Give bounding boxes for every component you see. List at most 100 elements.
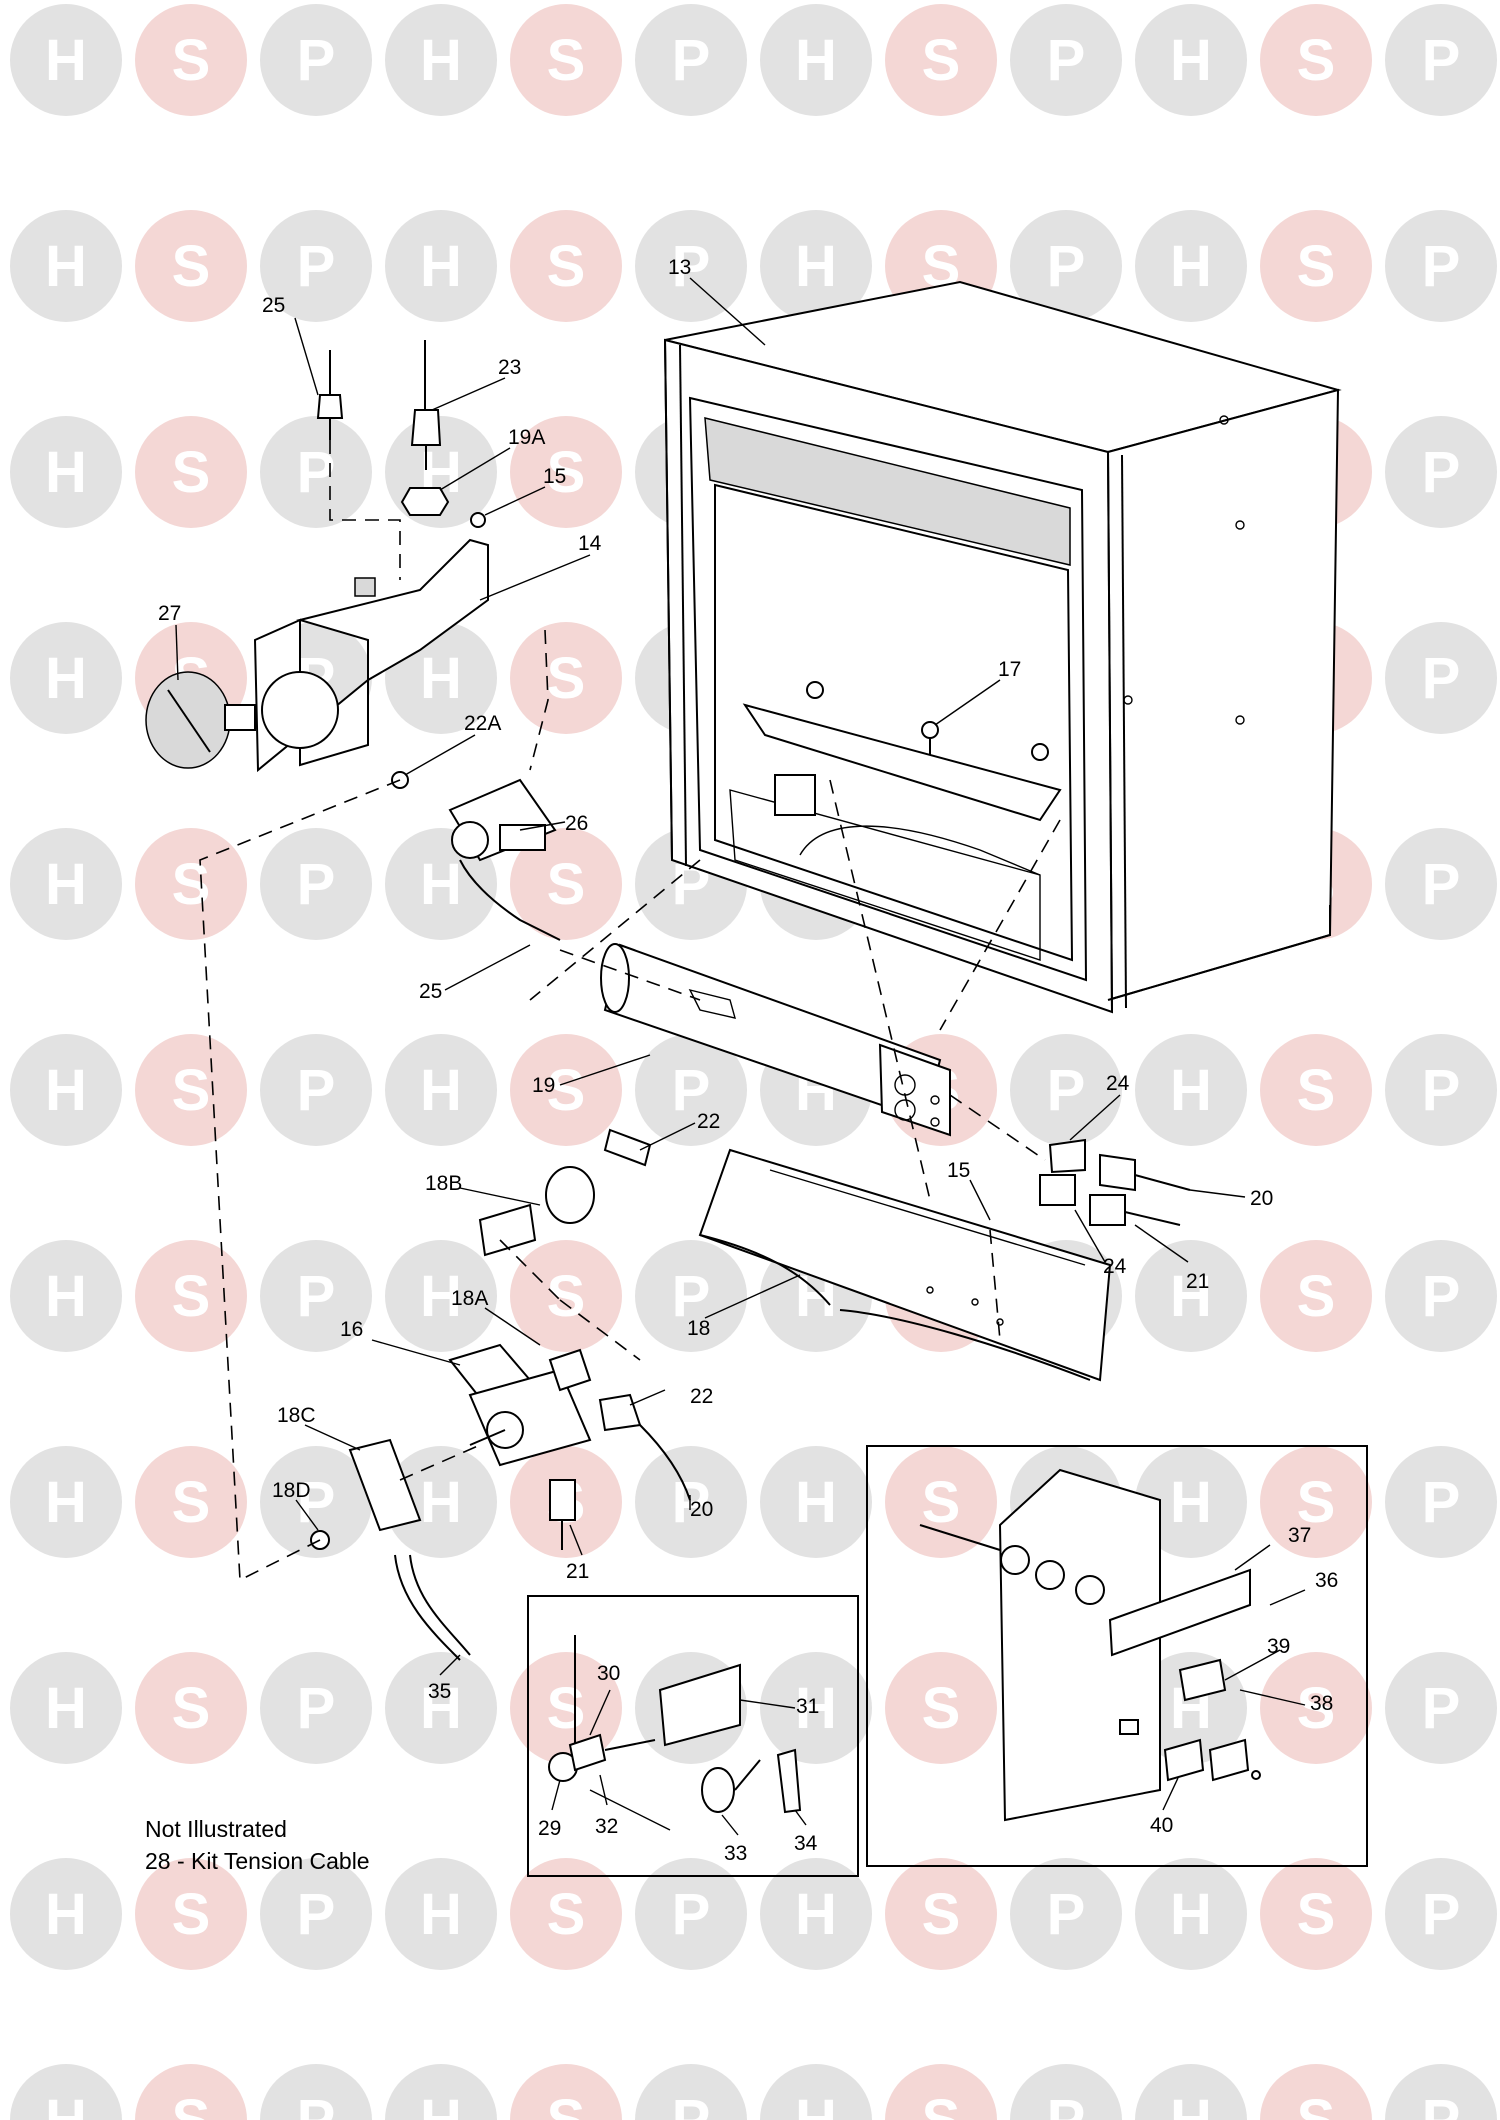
watermark-letter: P: [297, 1058, 336, 1123]
watermark-circle: [260, 1858, 372, 1970]
watermark-circle: [1385, 210, 1497, 322]
fittings-24-20-21: [1039, 1138, 1191, 1226]
watermark-letter: P: [1047, 1058, 1086, 1123]
control-bracket: [253, 538, 489, 773]
watermark-letter: H: [420, 1058, 462, 1123]
watermark-badge: H: [385, 1240, 497, 1352]
watermark-circle: [260, 828, 372, 940]
watermark-circle: [10, 1034, 122, 1146]
watermark-letter: P: [672, 1882, 711, 1947]
watermark-letter: H: [795, 1676, 837, 1741]
watermark-letter: H: [420, 1676, 462, 1741]
watermark-badge: P: [260, 210, 372, 322]
watermark-circle: [1385, 416, 1497, 528]
watermark-circle: [135, 1858, 247, 1970]
watermark-circle: [1010, 1858, 1122, 1970]
watermark-badge: S: [1260, 210, 1372, 322]
callout-36: 36: [1315, 1569, 1338, 1592]
watermark-letter: H: [1170, 1882, 1212, 1947]
callout-18C: 18C: [277, 1404, 316, 1427]
watermark-letter: S: [922, 2088, 961, 2120]
callout-15b: 15: [947, 1159, 970, 1182]
watermark-badge: S: [135, 416, 247, 528]
watermark-letter: H: [420, 1882, 462, 1947]
watermark-circle: [385, 1858, 497, 1970]
callout-17: 17: [998, 658, 1021, 681]
watermark-letter: H: [45, 646, 87, 711]
watermark-letter: P: [1047, 28, 1086, 93]
callout-19: 19: [532, 1074, 555, 1097]
callout-25: 25: [262, 294, 285, 317]
watermark-letter: S: [172, 2088, 211, 2120]
watermark-circle: [885, 1446, 997, 1558]
callout-22A: 22A: [464, 712, 501, 735]
callout-19A: 19A: [508, 426, 545, 449]
watermark-letter: P: [1422, 1882, 1461, 1947]
watermark-circle: [885, 2064, 997, 2120]
watermark-circle: [135, 4, 247, 116]
watermark-badge: S: [135, 210, 247, 322]
watermark-letter: S: [172, 28, 211, 93]
watermark-letter: H: [1170, 1470, 1212, 1535]
watermark-letter: P: [297, 2088, 336, 2120]
watermark-letter: P: [1422, 28, 1461, 93]
callout-26: 26: [565, 812, 588, 835]
watermark-badge: H: [385, 4, 497, 116]
callout-20b: 20: [690, 1498, 713, 1521]
callout-25b: 25: [419, 980, 442, 1003]
watermark-letter: S: [1297, 1264, 1336, 1329]
watermark-badge: S: [135, 4, 247, 116]
watermark-badge: H: [385, 1858, 497, 1970]
watermark-badge: S: [1260, 1652, 1372, 1764]
callout-38: 38: [1310, 1692, 1333, 1715]
watermark-letter: P: [1422, 852, 1461, 917]
watermark-circle: [635, 1034, 747, 1146]
watermark-circle: [635, 2064, 747, 2120]
watermark-letter: S: [172, 440, 211, 505]
watermark-badge: P: [260, 416, 372, 528]
callout-29: 29: [538, 1817, 561, 1840]
watermark-circle: [135, 828, 247, 940]
watermark-letter: P: [297, 440, 336, 505]
watermark-circle: [510, 622, 622, 734]
watermark-badge: H: [10, 1034, 122, 1146]
burner-tray: [698, 1148, 1112, 1382]
watermark-circle: [885, 4, 997, 116]
watermark-letter: H: [45, 234, 87, 299]
watermark-circle: [1385, 622, 1497, 734]
watermark-circle: [1260, 1240, 1372, 1352]
fittings-22-18B: [478, 1128, 652, 1257]
watermark-circle: [760, 1858, 872, 1970]
watermark-circle: [260, 1240, 372, 1352]
callout-14: 14: [578, 532, 602, 555]
firebox-housing: [663, 280, 1342, 1014]
watermark-badge: P: [1385, 1858, 1497, 1970]
watermark-badge: P: [260, 4, 372, 116]
watermark-letter: H: [45, 28, 87, 93]
watermark-badge: S: [510, 4, 622, 116]
watermark-letter: S: [172, 1058, 211, 1123]
watermark-badge: H: [10, 828, 122, 940]
watermark-circle: [10, 828, 122, 940]
watermark-circle: [510, 828, 622, 940]
watermark-letter: S: [547, 234, 586, 299]
watermark-badge: P: [1010, 1858, 1122, 1970]
watermark-letter: H: [795, 234, 837, 299]
callout-18D: 18D: [272, 1479, 311, 1502]
watermark-circle: [385, 2064, 497, 2120]
watermark-badge: S: [885, 1652, 997, 1764]
watermark-circle: [10, 1652, 122, 1764]
callout-21b: 21: [566, 1560, 589, 1583]
watermark-letter: P: [1422, 2088, 1461, 2120]
watermark-circle: [510, 1858, 622, 1970]
callout-40: 40: [1150, 1814, 1173, 1837]
watermark-circle: [1135, 2064, 1247, 2120]
watermark-badge: P: [635, 2064, 747, 2120]
parts-18C-18D-35: [310, 1438, 471, 1661]
watermark-circle: [1385, 1034, 1497, 1146]
watermark-badge: S: [1260, 1240, 1372, 1352]
watermark-circle: [635, 1858, 747, 1970]
watermark-circle: [635, 1446, 747, 1558]
watermark-badge: P: [1385, 1034, 1497, 1146]
watermark-letter: H: [795, 1470, 837, 1535]
